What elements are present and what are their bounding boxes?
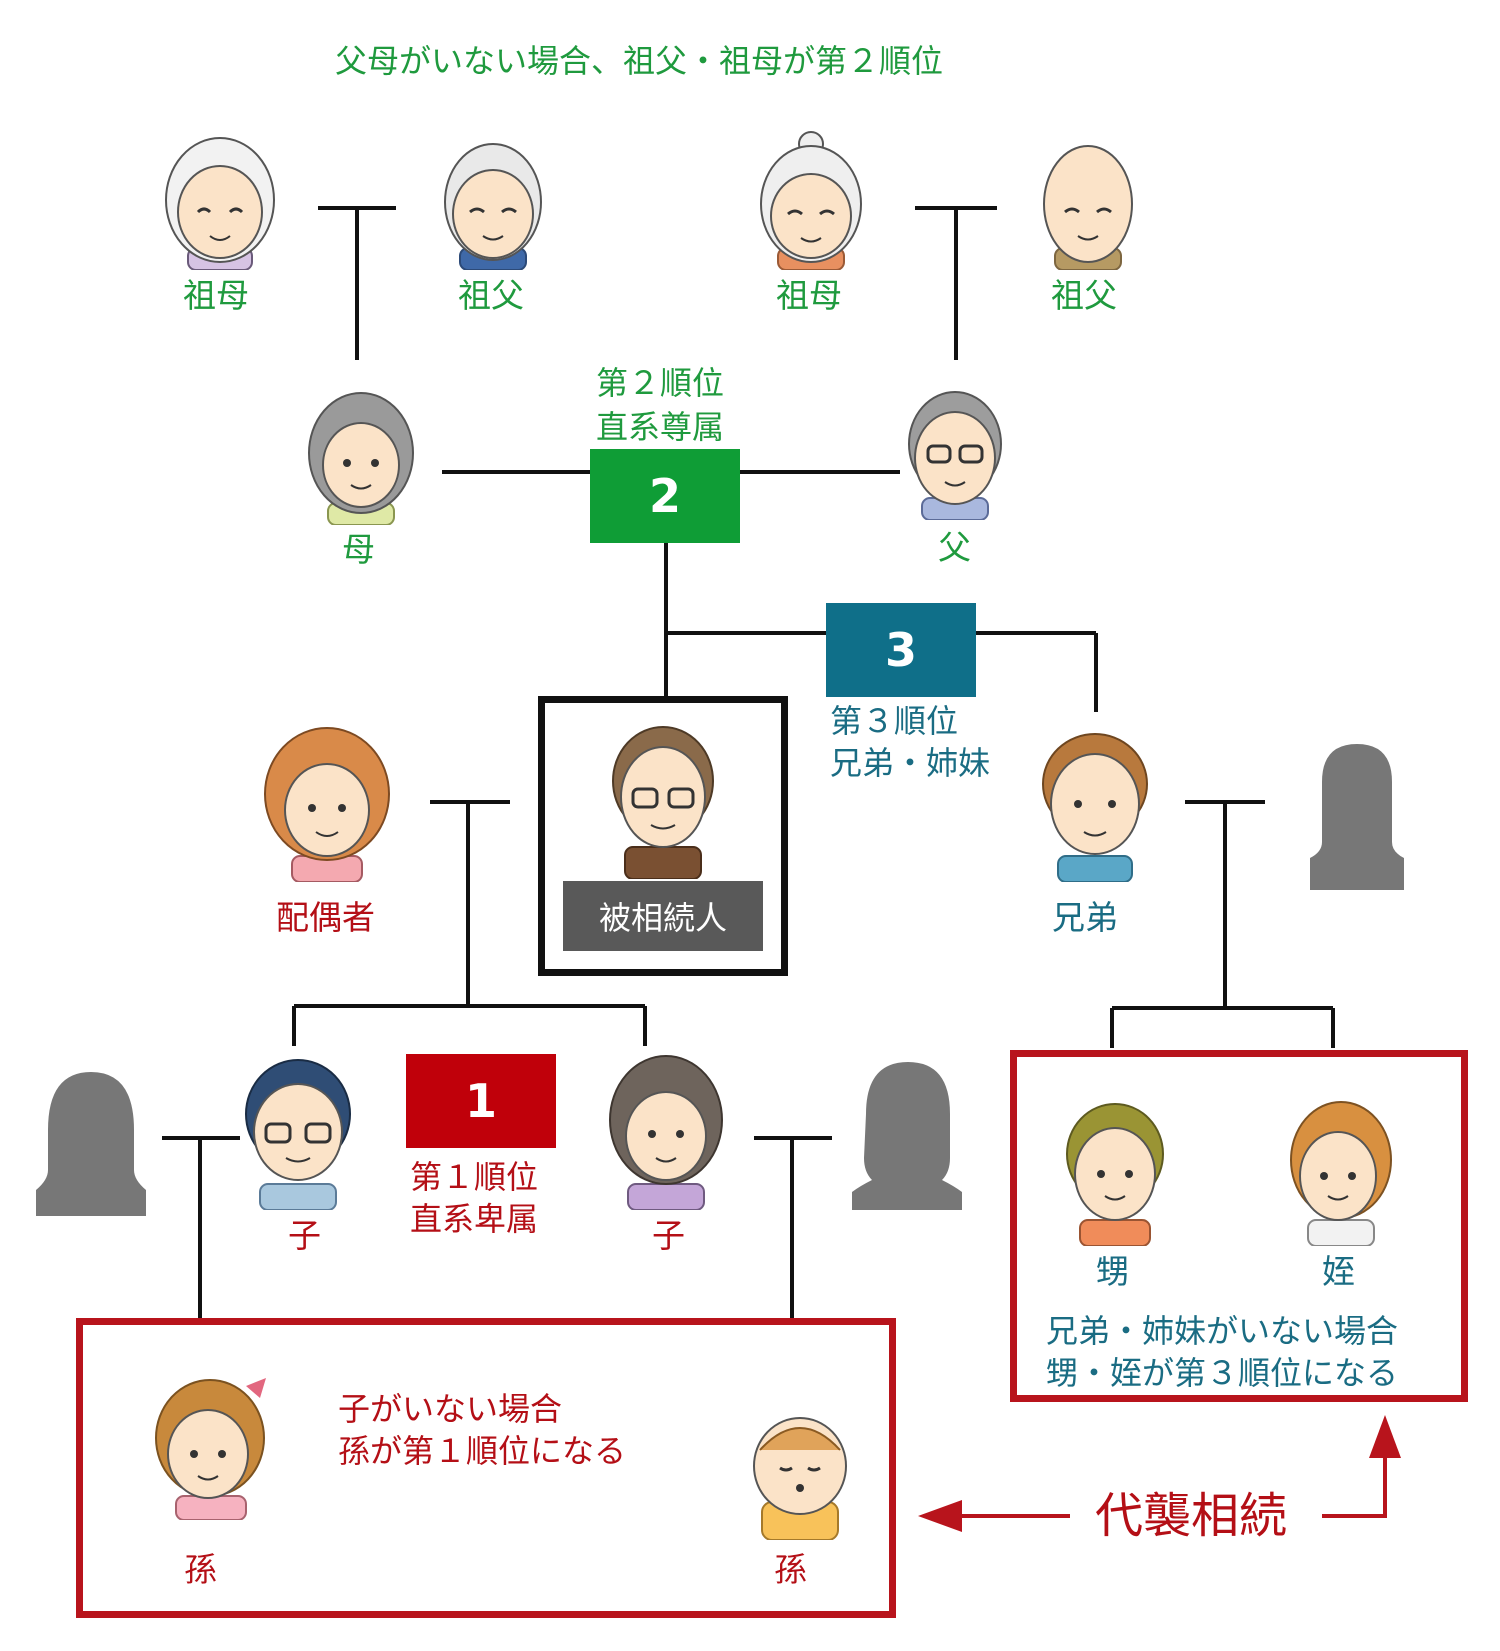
child1-spouse-silhouette — [36, 1070, 146, 1220]
father-label: 父 — [938, 528, 971, 567]
succession-label: 代襲相続 — [1095, 1488, 1288, 1544]
rank3-subtitle: 兄弟・姉妹 — [830, 744, 991, 782]
rank3-badge: 3 — [826, 603, 976, 697]
child1-avatar — [238, 1050, 358, 1214]
spouse-label: 配偶者 — [276, 898, 375, 937]
grandchild2-label: 孫 — [774, 1550, 807, 1589]
grandchild1-avatar — [148, 1370, 278, 1524]
sibling-spouse-silhouette — [1302, 742, 1412, 896]
grandchild1-label: 孫 — [184, 1550, 217, 1589]
child2-spouse-silhouette — [852, 1060, 962, 1214]
paternal-grandmother-label: 祖母 — [183, 276, 249, 315]
rank2-badge: 2 — [590, 449, 740, 543]
child2-label: 子 — [652, 1216, 685, 1255]
rank1-subtitle: 直系卑属 — [410, 1200, 539, 1238]
nephew-note-line2: 甥・姪が第３順位になる — [1046, 1354, 1399, 1392]
paternal-grandfather-label: 祖父 — [458, 276, 524, 315]
grandchild-note-line1: 子がいない場合 — [338, 1390, 563, 1428]
nephew-note-line1: 兄弟・姉妹がいない場合 — [1046, 1312, 1399, 1350]
sibling-avatar — [1030, 722, 1160, 886]
niece-label: 姪 — [1322, 1252, 1355, 1291]
niece-avatar — [1286, 1096, 1396, 1250]
nephew-label: 甥 — [1096, 1252, 1129, 1291]
father-avatar — [900, 380, 1010, 524]
mother-avatar — [306, 385, 416, 529]
child1-label: 子 — [288, 1216, 321, 1255]
maternal-grandfather-avatar — [1033, 130, 1143, 274]
rank2-subtitle: 直系尊属 — [596, 408, 725, 446]
deceased-label: 被相続人 — [563, 881, 763, 951]
paternal-grandmother-avatar — [160, 130, 280, 274]
spouse-avatar — [262, 722, 392, 886]
paternal-grandfather-avatar — [438, 130, 548, 274]
nephew-avatar — [1060, 1096, 1170, 1250]
nephew-niece-frame — [1010, 1050, 1468, 1402]
grandchild2-avatar — [740, 1410, 860, 1544]
grandchildren-frame — [76, 1318, 896, 1618]
child2-avatar — [606, 1050, 726, 1214]
deceased-frame: 被相続人 — [538, 696, 788, 976]
rank1-badge: 1 — [406, 1054, 556, 1148]
grandchild-note-line2: 孫が第１順位になる — [338, 1432, 627, 1470]
deceased-avatar — [601, 719, 725, 883]
maternal-grandfather-label: 祖父 — [1051, 276, 1117, 315]
header-note: 父母がいない場合、祖父・祖母が第２順位 — [335, 42, 944, 80]
rank3-title: 第３順位 — [830, 702, 959, 740]
rank2-title: 第２順位 — [596, 364, 725, 402]
maternal-grandmother-avatar — [756, 130, 866, 274]
maternal-grandmother-label: 祖母 — [776, 276, 842, 315]
rank1-title: 第１順位 — [410, 1158, 539, 1196]
sibling-label: 兄弟 — [1052, 898, 1118, 937]
mother-label: 母 — [342, 530, 375, 569]
